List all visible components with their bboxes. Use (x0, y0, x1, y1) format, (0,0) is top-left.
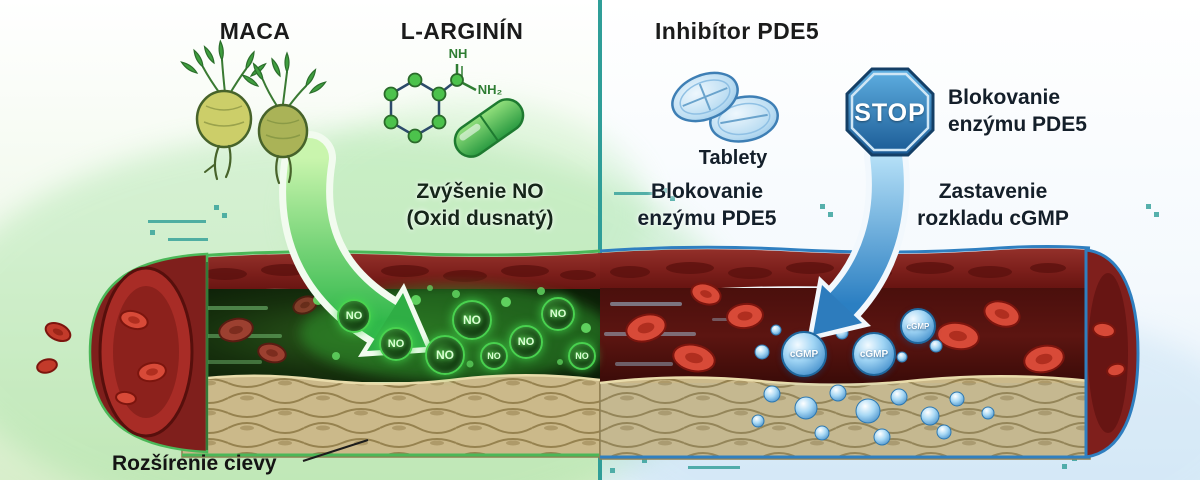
tablets-icon (671, 71, 779, 143)
caption-line: Blokovanie (650, 180, 764, 203)
no-molecule: NO (337, 299, 371, 333)
caption-line: Zastavenie (938, 180, 1048, 203)
cgmp-bubble: cGMP (852, 332, 896, 376)
caption-line: rozkladu cGMP (917, 207, 1069, 230)
pde5-title: Inhibítor PDE5 (654, 18, 820, 44)
no-molecule: NO (568, 342, 596, 370)
molecule-nh-label: NH (448, 46, 468, 61)
stop-sign-icon (845, 67, 935, 157)
stop-text: STOP (854, 99, 926, 127)
circuit-decoration-right (614, 188, 1159, 217)
no-effect-caption: Zvýšenie NO (Oxid dusnatý) (406, 178, 553, 232)
vessel-opening-left (88, 252, 209, 454)
cgmp-small-bubbles-muscle (751, 384, 995, 446)
larginin-molecule-icon (383, 64, 477, 144)
no-molecule: NO (480, 342, 508, 370)
red-blood-cells-background (36, 321, 72, 374)
caption-line: Zvýšenie NO (416, 180, 544, 203)
maca-roots-icon (179, 40, 328, 185)
cgmp-bubble: cGMP (781, 331, 827, 377)
larginin-label: L-ARGINÍN (400, 18, 524, 44)
cgmp-bubble: cGMP (900, 308, 936, 344)
capsule-icon (453, 98, 525, 158)
blue-arrow (807, 134, 910, 341)
caption-line: enzýmu PDE5 (948, 113, 1087, 136)
molecule-nh2-label: NH₂ (477, 82, 503, 97)
caption-line: Blokovanie (948, 86, 1061, 109)
vessel-caption: Rozšírenie cievy (112, 452, 277, 475)
caption-line: enzýmu PDE5 (637, 207, 777, 230)
cgmp-small-bubbles-interior (754, 324, 943, 363)
no-molecule: NO (425, 335, 465, 375)
right-vessel (599, 245, 1140, 460)
red-blood-cells-right (625, 282, 1065, 374)
stop-caption: Blokovanie enzýmu PDE5 (948, 84, 1087, 138)
no-molecule: NO (452, 300, 492, 340)
caption-pointer-line (302, 439, 369, 462)
caption-line: (Oxid dusnatý) (406, 207, 554, 230)
tablets-label: Tablety (698, 147, 768, 169)
block-caption: Blokovanie enzýmu PDE5 (638, 178, 777, 232)
circuit-decoration-left (148, 205, 227, 241)
red-blood-cells-left (218, 295, 318, 364)
no-molecule: NO (379, 327, 413, 361)
no-molecule: NO (509, 325, 543, 359)
divider-line (598, 0, 602, 480)
no-molecule: NO (541, 297, 575, 331)
cgmp-caption: Zastavenie rozkladu cGMP (917, 178, 1069, 232)
vessel-end-right (1084, 248, 1140, 459)
maca-label: MACA (219, 18, 291, 44)
